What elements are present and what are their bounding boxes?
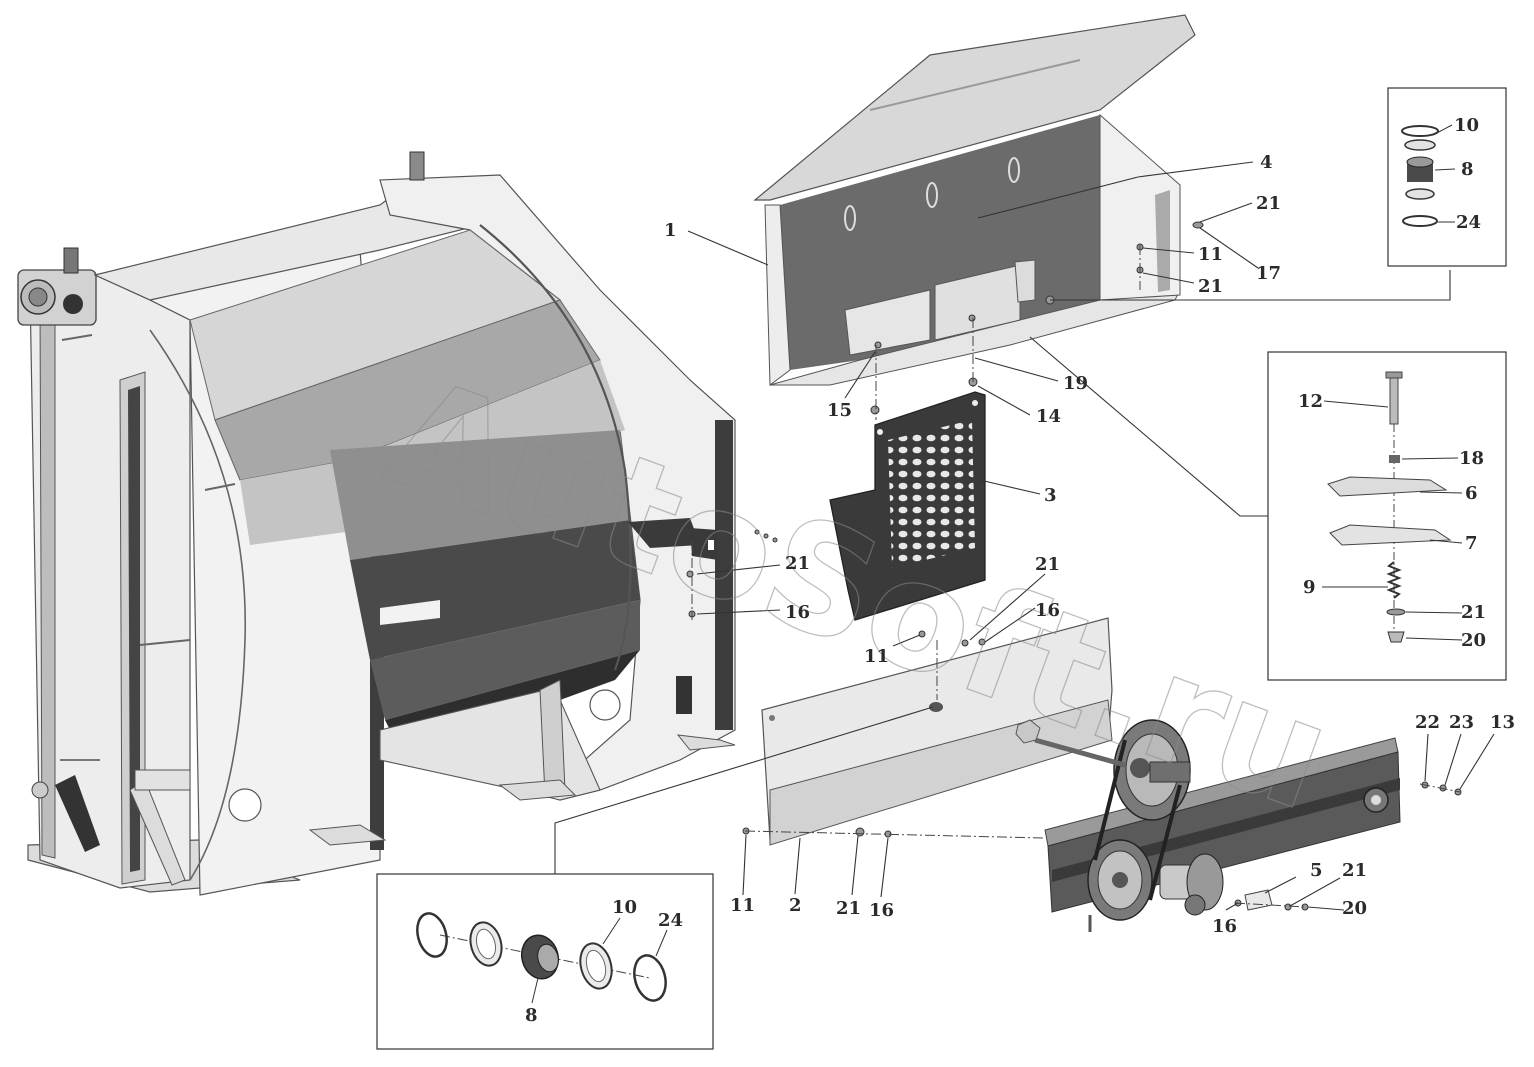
leader-lines <box>554 161 1495 911</box>
mesh-screen-part-3 <box>829 391 986 621</box>
detail-bottom-callout-8: 8 <box>525 1005 538 1026</box>
callout-11-b: 11 <box>864 646 889 667</box>
callout-11-a: 11 <box>1198 244 1223 265</box>
callout-4: 4 <box>1260 152 1273 173</box>
callout-15: 15 <box>827 400 852 421</box>
callout-21-e: 21 <box>1342 860 1367 881</box>
callout-19: 19 <box>1063 373 1088 394</box>
drive-assembly <box>1015 719 1401 932</box>
detail-top-callout-24: 24 <box>1456 212 1481 233</box>
callout-22: 22 <box>1415 712 1440 733</box>
callout-23: 23 <box>1449 712 1474 733</box>
detail-box-right <box>1267 351 1507 681</box>
callout-14: 14 <box>1036 406 1061 427</box>
detail-box-bottom <box>376 873 714 1050</box>
callout-16-a: 16 <box>785 602 810 623</box>
detail-right-callout-9: 9 <box>1303 577 1316 598</box>
callout-16-c: 16 <box>1212 916 1237 937</box>
callout-21-c: 21 <box>1035 554 1060 575</box>
callout-20: 20 <box>1342 898 1367 919</box>
detail-top-callout-8: 8 <box>1461 159 1474 180</box>
detail-box-top <box>1387 87 1507 267</box>
detail-right-callout-7: 7 <box>1465 533 1478 554</box>
detail-right-callout-18: 18 <box>1459 448 1484 469</box>
callout-labels: 1 4 21 11 17 21 19 15 14 3 21 21 16 16 1… <box>664 152 1515 937</box>
callout-2: 2 <box>789 895 802 916</box>
callout-17: 17 <box>1256 263 1281 284</box>
callout-11-c: 11 <box>730 895 755 916</box>
detail-right-callout-12: 12 <box>1298 391 1323 412</box>
callout-13: 13 <box>1490 712 1515 733</box>
callout-21-d: 21 <box>785 553 810 574</box>
callout-21-a: 21 <box>1256 193 1281 214</box>
callout-labels-detail-top: 10 8 24 <box>1454 115 1481 233</box>
assembly-axes <box>691 245 1461 908</box>
callout-16-d: 16 <box>869 900 894 921</box>
callout-3: 3 <box>1044 485 1057 506</box>
cover-part-1 <box>753 14 1196 386</box>
callout-5: 5 <box>1310 860 1323 881</box>
detail-bottom-callout-24: 24 <box>658 910 683 931</box>
detail-right-callout-21: 21 <box>1461 602 1486 623</box>
housing-assembly <box>17 151 736 896</box>
detail-right-callout-20: 20 <box>1461 630 1486 651</box>
callout-labels-detail-bottom: 10 24 8 <box>525 897 683 1026</box>
callout-21-b: 21 <box>1198 276 1223 297</box>
detail-bottom-callout-10: 10 <box>612 897 637 918</box>
callout-21-f: 21 <box>836 898 861 919</box>
callout-16-b: 16 <box>1035 600 1060 621</box>
callout-1: 1 <box>664 220 677 241</box>
callout-labels-detail-right: 12 18 6 7 9 21 20 <box>1298 391 1486 651</box>
detail-top-callout-10: 10 <box>1454 115 1479 136</box>
detail-right-callout-6: 6 <box>1465 483 1478 504</box>
